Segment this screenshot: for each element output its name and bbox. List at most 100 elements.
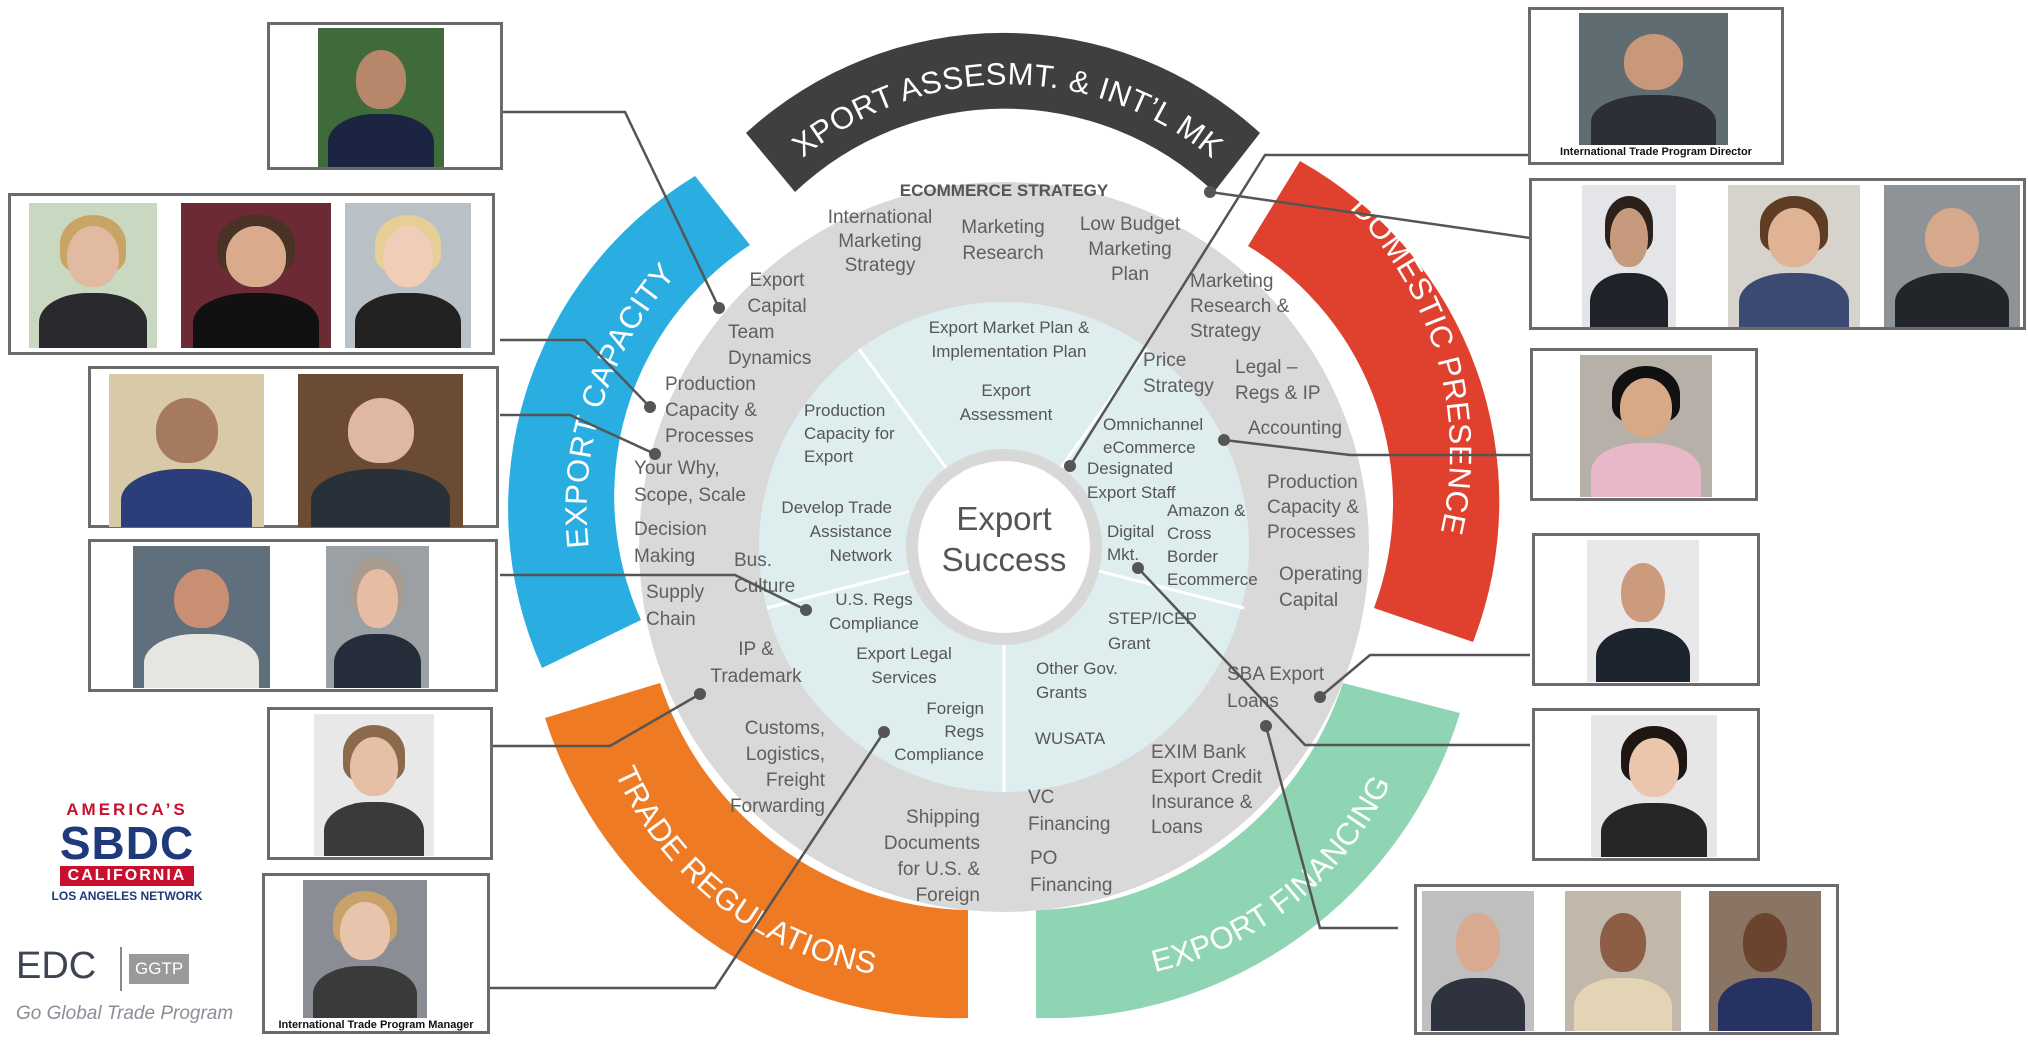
label-line: Export Market Plan &	[929, 318, 1090, 337]
label-line: Decision	[634, 519, 707, 540]
label-line: Marketing	[961, 217, 1044, 238]
label-line: Financing	[1030, 875, 1112, 896]
label-wusata: WUSATA	[1035, 729, 1106, 748]
label-line: Foreign	[926, 699, 984, 718]
label-line: Capacity &	[665, 400, 757, 421]
label-line: Scope, Scale	[634, 485, 746, 506]
photo-frame-8	[1529, 178, 2026, 330]
label-line: Capital	[1279, 590, 1338, 611]
label-line: Network	[830, 546, 893, 565]
person-photo	[1884, 185, 2020, 327]
label-line: Marketing	[1088, 239, 1171, 260]
band-domestic-presence	[1248, 161, 1500, 642]
label-line: SBA Export	[1227, 664, 1325, 685]
label-line: Research &	[1190, 296, 1290, 317]
label-line: eCommerce	[1103, 438, 1196, 457]
label-line: Grants	[1036, 683, 1087, 702]
label-line: Services	[871, 668, 936, 687]
label-line: Chain	[646, 609, 696, 630]
label-line: Forwarding	[730, 796, 825, 817]
label-line: International	[828, 207, 933, 228]
person-photo	[1709, 891, 1821, 1031]
center-line1: Export	[956, 500, 1051, 537]
label-step-icep: STEP/ICEP Grant	[1108, 609, 1197, 653]
band-title-top: EXPORT ASSESMT. & INT’L MKT	[0, 0, 1230, 165]
label-line: Compliance	[894, 745, 984, 764]
sbdc-logo-top: AMERICA’S	[66, 800, 188, 819]
label-line: Amazon &	[1167, 501, 1246, 520]
label-line: Marketing	[838, 231, 921, 252]
label-line: Production	[804, 401, 885, 420]
label-line: Capital	[747, 296, 806, 317]
person-photo	[1587, 540, 1699, 682]
connector-dots	[644, 186, 1326, 738]
label-line: Trademark	[710, 666, 802, 687]
label-line: STEP/ICEP	[1108, 609, 1197, 628]
label-line: Customs,	[745, 718, 825, 739]
label-line: Border	[1167, 547, 1218, 566]
label-line: Cross	[1167, 524, 1211, 543]
caption-manager: International Trade Program Manager	[278, 1019, 474, 1031]
label-line: Production	[665, 374, 756, 395]
label-line: Loans	[1227, 691, 1279, 712]
photo-frame-1	[267, 22, 503, 170]
person-photo	[109, 374, 264, 527]
photo-frame-3	[88, 366, 499, 528]
person-photo	[303, 880, 427, 1018]
person-photo	[345, 203, 471, 348]
label-line: Export	[981, 381, 1030, 400]
label-line: Implementation Plan	[932, 342, 1087, 361]
label-line: Low Budget	[1080, 214, 1181, 235]
person-photo	[1582, 185, 1676, 327]
label-line: Foreign	[916, 885, 980, 906]
ecommerce-strategy-label: ECOMMERCE STRATEGY	[900, 181, 1109, 200]
photo-frame-9	[1530, 348, 1758, 501]
label-line: for U.S. &	[898, 859, 981, 880]
person-photo	[1728, 185, 1860, 327]
label-line: Regs	[944, 722, 984, 741]
label-accounting: Accounting	[1248, 418, 1342, 439]
label-line: Export	[750, 270, 806, 291]
label-line: Financing	[1028, 814, 1110, 835]
label-line: Grant	[1108, 634, 1151, 653]
label-line: Compliance	[829, 614, 919, 633]
label-line: Strategy	[1143, 376, 1214, 397]
label-line: Making	[634, 546, 695, 567]
person-photo	[133, 546, 270, 688]
sbdc-logo-main: SBDC	[59, 817, 195, 869]
person-photo	[1565, 891, 1681, 1031]
label-line: Plan	[1111, 264, 1149, 285]
person-photo	[1422, 891, 1534, 1031]
center-line2: Success	[942, 541, 1067, 578]
person-photo	[1580, 355, 1712, 497]
label-line: Supply	[646, 582, 705, 603]
label-line: Develop Trade	[781, 498, 892, 517]
label-line: WUSATA	[1035, 729, 1106, 748]
label-line: Mkt.	[1107, 545, 1139, 564]
band-trade-regulations	[545, 683, 968, 1019]
label-line: Logistics,	[746, 744, 825, 765]
band-export-financing	[1036, 683, 1460, 1019]
label-line: Operating	[1279, 564, 1362, 585]
label-line: Team	[728, 322, 774, 343]
label-export-market-plan: Export Market Plan & Implementation Plan	[929, 318, 1090, 361]
